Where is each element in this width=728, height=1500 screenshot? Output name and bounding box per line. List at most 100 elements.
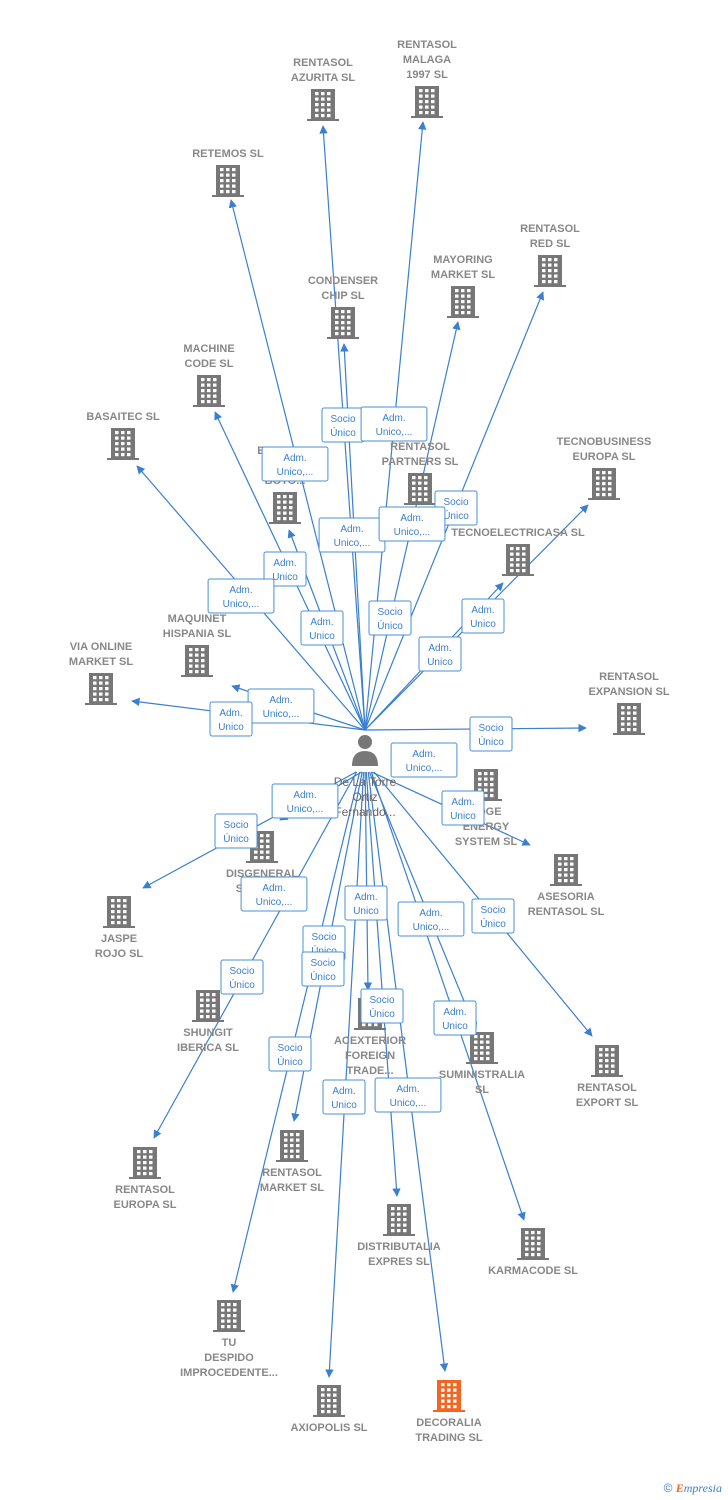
company-node-axiopolis[interactable]: AXIOPOLIS SL	[290, 1385, 368, 1434]
company-label-line: RENTASOL	[262, 1167, 322, 1179]
role-badge: Adm.Unico	[322, 1079, 366, 1115]
role-badge-text: Unico,...	[256, 897, 293, 908]
role-badge-text: Adm.	[412, 749, 435, 760]
person-node[interactable]: De La TorreOrtizFernando...	[334, 735, 397, 819]
company-node-maquinet-hispania[interactable]: MAQUINET HISPANIA SL	[163, 613, 232, 677]
role-badge-text: Unico,...	[394, 527, 431, 538]
role-badge-text: Socio	[330, 414, 355, 425]
company-label-line: MAQUINET	[168, 613, 227, 625]
company-label-line: MARKET SL	[260, 1182, 324, 1194]
role-badge-text: Socio	[229, 966, 254, 977]
role-badge-text: Único	[369, 1007, 395, 1020]
building-icon	[192, 990, 224, 1022]
person-label-line: Ortiz	[352, 790, 377, 804]
role-badge-text: Adm.	[396, 1084, 419, 1095]
company-label-line: EXPORT SL	[576, 1097, 639, 1109]
role-badge-text: Unico	[218, 722, 244, 733]
company-label-line: DECORALIA	[416, 1417, 481, 1429]
role-badge: Adm.Unico,...	[240, 876, 308, 912]
company-label-line: MACHINE	[183, 343, 234, 355]
company-node-basaitec[interactable]: BASAITEC SL	[86, 411, 160, 460]
company-label-line: DESPIDO	[204, 1352, 254, 1364]
role-badge-text: Adm.	[310, 617, 333, 628]
company-node-tu-despido-improcedente[interactable]: TUDESPIDOIMPROCEDENTE...	[180, 1300, 278, 1379]
role-badge: Adm.Unico,...	[207, 578, 275, 614]
building-icon	[517, 1228, 549, 1260]
role-badge: Adm.Unico,...	[360, 406, 428, 442]
company-node-rentasol-market[interactable]: RENTASOL MARKET SL	[260, 1130, 324, 1194]
building-icon	[613, 703, 645, 735]
company-label-line: AXIOPOLIS SL	[290, 1422, 367, 1434]
building-icon	[327, 307, 359, 339]
role-badge: Adm.Unico	[300, 610, 344, 646]
role-badge: Adm.Unico	[344, 885, 388, 921]
building-icon	[276, 1130, 308, 1162]
role-badge-text: Adm.	[451, 797, 474, 808]
company-label-line: CODE SL	[185, 358, 234, 370]
role-badge-text: Unico,...	[334, 538, 371, 549]
company-label-line: RETEMOS SL	[192, 148, 264, 160]
role-badge-text: Unico,...	[277, 467, 314, 478]
role-badge-text: Unico,...	[263, 709, 300, 720]
company-node-retemos[interactable]: RETEMOS SL	[192, 148, 264, 197]
role-badge-text: Socio	[311, 932, 336, 943]
role-badge-text: Socio	[478, 723, 503, 734]
role-badge-text: Unico	[331, 1100, 357, 1111]
role-badge-text: Adm.	[219, 708, 242, 719]
role-badge-text: Unico	[353, 906, 379, 917]
company-node-suministralia[interactable]: SUMINISTRALIA SL	[439, 1032, 525, 1096]
role-badge-text: Único	[480, 917, 506, 930]
brand-footer: © Empresia	[664, 1481, 722, 1496]
company-label-line: SHUNGIT	[183, 1027, 233, 1039]
building-icon	[447, 286, 479, 318]
role-badge-text: Único	[330, 426, 356, 439]
building-icon	[383, 1204, 415, 1236]
company-node-karmacode[interactable]: KARMACODE SL	[488, 1228, 578, 1277]
company-label-line: SUMINISTRALIA	[439, 1069, 525, 1081]
company-label-line: HISPANIA SL	[163, 628, 232, 640]
building-icon	[588, 468, 620, 500]
company-label-line: MALAGA	[403, 54, 451, 66]
role-badge-text: Único	[223, 832, 249, 845]
company-label-line: DISTRIBUTALIA	[357, 1241, 441, 1253]
role-badge: Adm.Unico,...	[378, 506, 446, 542]
building-icon	[313, 1385, 345, 1417]
company-node-tecnoelectricasa[interactable]: TECNOELECTRICASA SL	[451, 527, 585, 576]
building-icon	[307, 89, 339, 121]
company-label-line: SL	[475, 1084, 489, 1096]
role-badge-text: Unico,...	[376, 427, 413, 438]
role-badge: Adm.Unico,...	[318, 517, 386, 553]
company-label-line: ROJO SL	[95, 948, 144, 960]
role-badge-text: Adm.	[443, 1007, 466, 1018]
company-node-rentasol-europa[interactable]: RENTASOL EUROPA SL	[114, 1147, 177, 1211]
company-label-line: MARKET SL	[431, 269, 495, 281]
role-badge-text: Unico	[272, 572, 298, 583]
company-label-line: RENTASOL	[397, 39, 457, 51]
company-label-line: CHIP SL	[321, 290, 364, 302]
company-label-line: RENTASOL	[115, 1184, 175, 1196]
company-label-line: RENTASOL	[293, 57, 353, 69]
company-node-machine-code[interactable]: MACHINE CODE SL	[183, 343, 235, 407]
role-badge-text: Unico	[442, 1021, 468, 1032]
company-label-line: EUROPA SL	[114, 1199, 177, 1211]
company-label-line: RED SL	[530, 238, 571, 250]
